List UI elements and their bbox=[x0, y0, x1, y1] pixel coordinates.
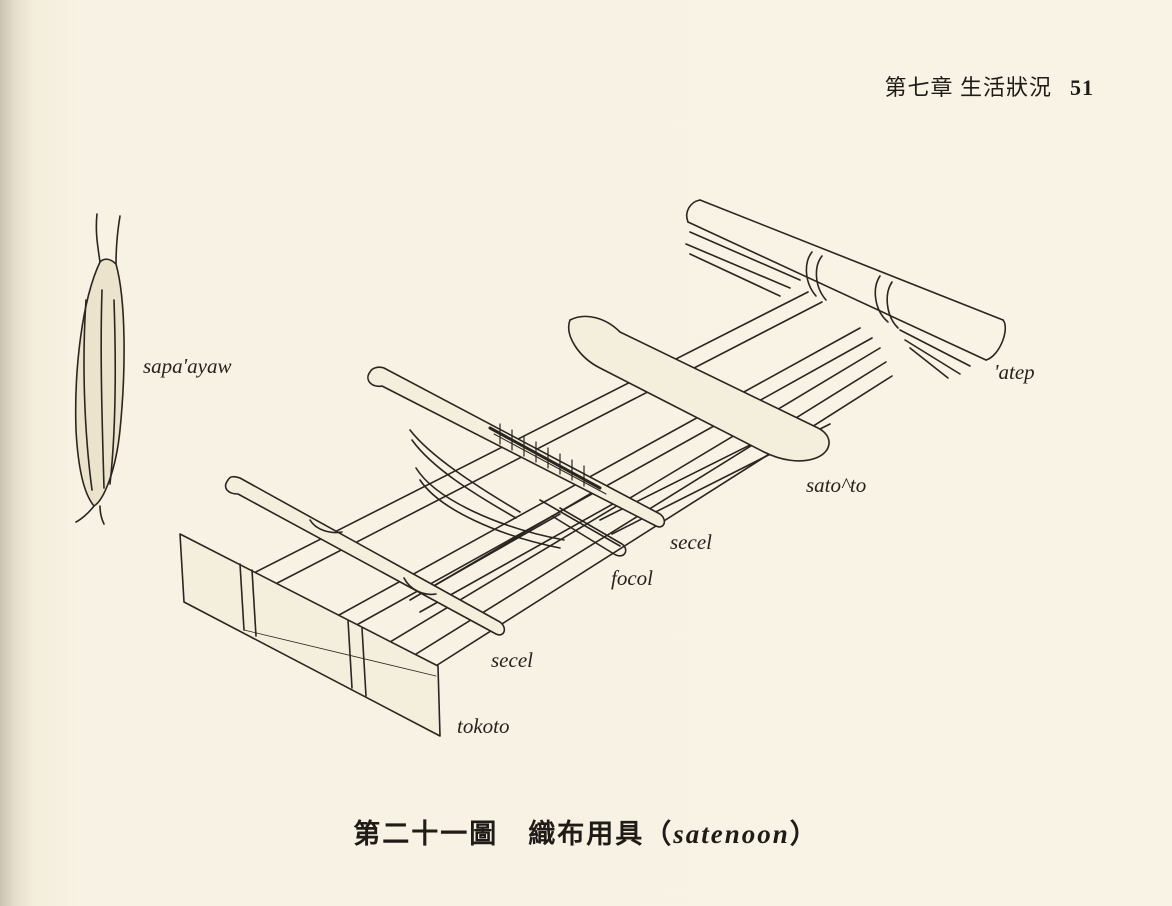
figure-caption: 第二十一圖織布用具（satenoon） bbox=[0, 812, 1172, 851]
caption-name: 織布用具 bbox=[528, 819, 645, 849]
secel-upper-drawing bbox=[368, 367, 664, 527]
label-focol: focol bbox=[611, 566, 653, 590]
tokoto-board-drawing bbox=[180, 534, 440, 736]
focol-drawing bbox=[540, 500, 626, 556]
page-number: 51 bbox=[1070, 75, 1094, 100]
caption-close-paren: ） bbox=[789, 819, 819, 849]
label-secel-lower: secel bbox=[491, 648, 533, 672]
caption-number: 第二十一圖 bbox=[353, 819, 499, 849]
label-secel-upper: secel bbox=[670, 530, 712, 554]
label-tokoto: tokoto bbox=[457, 714, 510, 738]
label-atep: 'atep bbox=[994, 360, 1035, 384]
atep-beam-drawing bbox=[686, 200, 1005, 378]
satoto-shuttle-drawing bbox=[569, 316, 829, 460]
running-header: 第七章 生活狀況 51 bbox=[884, 70, 1094, 102]
chapter-title: 第七章 生活狀況 bbox=[884, 75, 1052, 100]
caption-open-paren: （ bbox=[644, 819, 674, 849]
label-sapaayaw: sapa'ayaw bbox=[143, 354, 232, 378]
label-satoto: sato^to bbox=[806, 473, 867, 497]
sapaayaw-drawing bbox=[76, 214, 124, 524]
secel-lower-drawing bbox=[226, 477, 505, 635]
batten-drawing bbox=[410, 430, 564, 548]
caption-term: satenoon bbox=[673, 819, 790, 849]
